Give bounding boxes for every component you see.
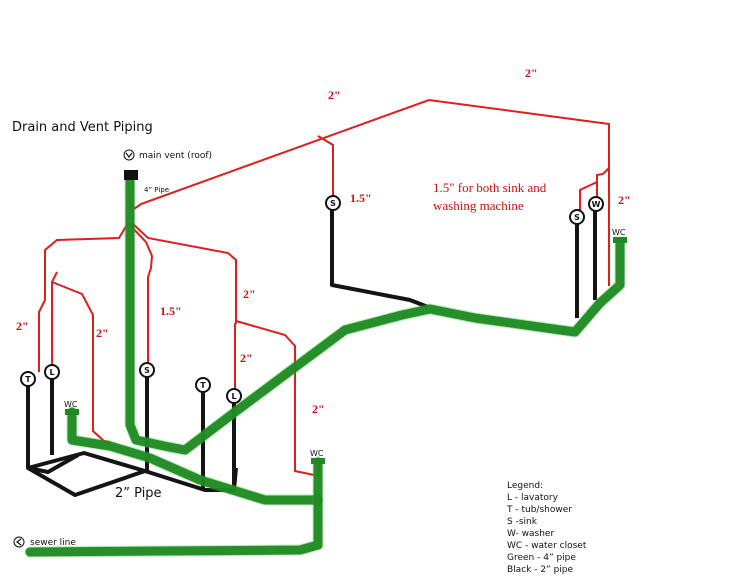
pipe-sewer-main [25, 457, 323, 557]
wc-cap-left [65, 409, 79, 415]
legend-item: S -sink [507, 517, 538, 527]
fixture-sink-upper: S [325, 195, 341, 211]
legend: Legend: L - lavatory T - tub/shower S -s… [506, 481, 587, 575]
size-left-outer: 2" [16, 319, 29, 333]
vent-right-sink [579, 181, 598, 210]
wc-label-center: WC [310, 449, 324, 458]
legend-item: WC - water closet [507, 541, 587, 551]
main-vent-label: main vent (roof) [139, 151, 212, 161]
four-inch-pipes [24, 170, 627, 558]
wc-cap-right [613, 237, 627, 243]
vent-washer [596, 173, 604, 198]
fixture-sink-upper-label: S [330, 199, 336, 208]
chevron-down-icon [123, 149, 135, 161]
fixture-sink-right-label: S [574, 213, 580, 222]
pipe-main-stack [125, 176, 625, 455]
four-inch-pipe-label: 4” Pipe [144, 186, 169, 194]
wc-label-right: WC [612, 228, 626, 237]
pipe-left-wc-run [67, 407, 323, 505]
fixtures: T L S T L S S W [20, 195, 604, 404]
main-vent-label-group: main vent (roof) [123, 149, 212, 161]
note-line-1: 1.5" for both sink and [433, 180, 547, 195]
size-right-upper: 2" [243, 287, 256, 301]
legend-item: Green - 4” pipe [507, 553, 576, 563]
fixture-tub-1-label: T [25, 375, 31, 384]
vent-left-lav [51, 271, 58, 368]
fixture-tub-1: T [20, 371, 36, 387]
fixture-sink-center: S [139, 362, 155, 378]
vent-center-sink [127, 222, 154, 365]
fixture-washer: W [588, 196, 604, 212]
fixture-sink-center-label: S [144, 366, 150, 375]
chevron-left-icon [13, 536, 25, 548]
fixture-lav-1-label: L [49, 368, 54, 377]
main-vent-cap [124, 170, 138, 180]
fixture-washer-label: W [592, 200, 601, 209]
size-roof-left: 2" [328, 88, 341, 102]
size-labels: 2" 2" 1.5" 2" 2" 2" 1.5" 2" 2" 2" [16, 66, 631, 416]
two-inch-pipe-label: 2” Pipe [115, 486, 162, 501]
fixture-lav-2-label: L [231, 392, 236, 401]
fixture-tub-2-label: T [200, 381, 206, 390]
vent-left-header [38, 222, 129, 372]
sewer-line-label: sewer line [30, 538, 76, 548]
vent-left-lav-b [51, 281, 111, 443]
legend-item: T - tub/shower [506, 505, 572, 515]
legend-item: L - lavatory [507, 493, 559, 503]
pipe-tub-1 [26, 385, 79, 474]
legend-title: Legend: [507, 481, 543, 491]
fixture-lav-2: L [226, 388, 242, 404]
size-roof-right: 2" [525, 66, 538, 80]
vent-right-group [131, 222, 237, 395]
wc-cap-center [311, 458, 325, 464]
vent-sink-branch [317, 135, 334, 195]
vent-pipes [38, 98, 610, 478]
legend-item: W- washer [507, 529, 554, 539]
fixture-lav-1: L [44, 364, 60, 380]
size-center: 1.5" [160, 304, 182, 318]
size-right-lower: 2" [312, 402, 325, 416]
size-sink-vent: 1.5" [350, 191, 372, 205]
pipe-upper-sink [330, 210, 429, 309]
legend-item: Black - 2” pipe [507, 565, 573, 575]
size-right-wc-vent: 2" [618, 193, 631, 207]
note-block: 1.5" for both sink and washing machine [433, 180, 547, 213]
fixture-sink-right: S [569, 209, 585, 225]
fixture-tub-2: T [195, 377, 211, 393]
size-right-mid: 2" [240, 351, 253, 365]
sewer-line-label-group: sewer line [13, 536, 76, 548]
diagram-title: Drain and Vent Piping [12, 120, 153, 135]
note-line-2: washing machine [433, 198, 524, 213]
wc-label-left: WC [64, 400, 78, 409]
size-left-inner: 2" [96, 326, 109, 340]
